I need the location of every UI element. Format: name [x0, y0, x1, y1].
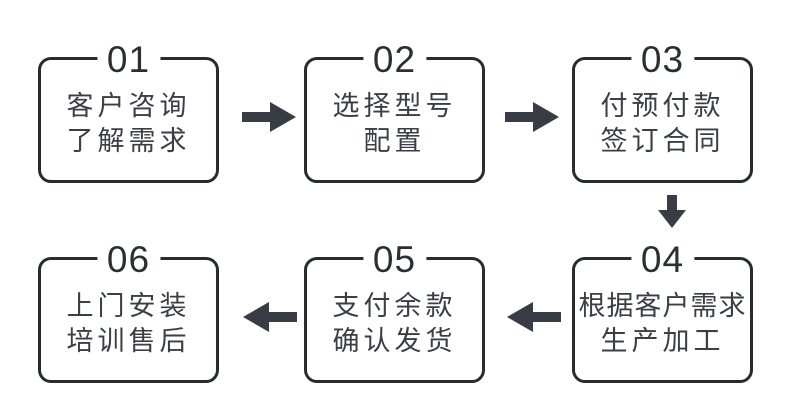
step-line-1: 上门安装 — [66, 291, 191, 321]
step-box-06: 06 上门安装 培训售后 — [38, 240, 219, 383]
step-number: 03 — [630, 40, 695, 80]
step-text: 支付余款 确认发货 — [333, 289, 457, 359]
step-number: 04 — [630, 240, 695, 280]
arrow-left-icon — [243, 302, 297, 332]
step-line-2: 签订合同 — [600, 126, 725, 156]
step-box-02: 02 选择型号 配置 — [304, 40, 485, 183]
arrow-left-icon — [507, 302, 561, 332]
step-text: 上门安装 培训售后 — [67, 289, 191, 359]
arrow-down-icon — [658, 195, 686, 228]
step-box-01: 01 客户咨询 了解需求 — [38, 40, 219, 183]
step-line-2: 配置 — [363, 126, 426, 156]
step-number: 02 — [362, 40, 427, 80]
step-line-1: 支付余款 — [332, 291, 457, 321]
step-line-1: 选择型号 — [332, 91, 457, 121]
arrow-right-icon — [505, 102, 559, 132]
step-line-1: 客户咨询 — [66, 91, 191, 121]
step-line-2: 培训售后 — [66, 326, 191, 356]
step-box-03: 03 付预付款 签订合同 — [572, 40, 753, 183]
arrow-right-icon — [242, 102, 296, 132]
step-number: 05 — [362, 240, 427, 280]
step-number: 06 — [96, 240, 161, 280]
step-box-05: 05 支付余款 确认发货 — [304, 240, 485, 383]
step-number: 01 — [96, 40, 161, 80]
step-text: 选择型号 配置 — [333, 89, 457, 159]
step-text: 付预付款 签订合同 — [601, 89, 725, 159]
step-line-2: 确认发货 — [332, 326, 457, 356]
step-line-2: 了解需求 — [66, 126, 191, 156]
step-text: 根据客户需求 生产加工 — [579, 289, 747, 359]
step-box-04: 04 根据客户需求 生产加工 — [572, 240, 753, 383]
step-line-2: 生产加工 — [600, 326, 725, 356]
step-text: 客户咨询 了解需求 — [67, 89, 191, 159]
step-line-1: 付预付款 — [600, 91, 725, 121]
step-line-1: 根据客户需求 — [578, 291, 747, 321]
